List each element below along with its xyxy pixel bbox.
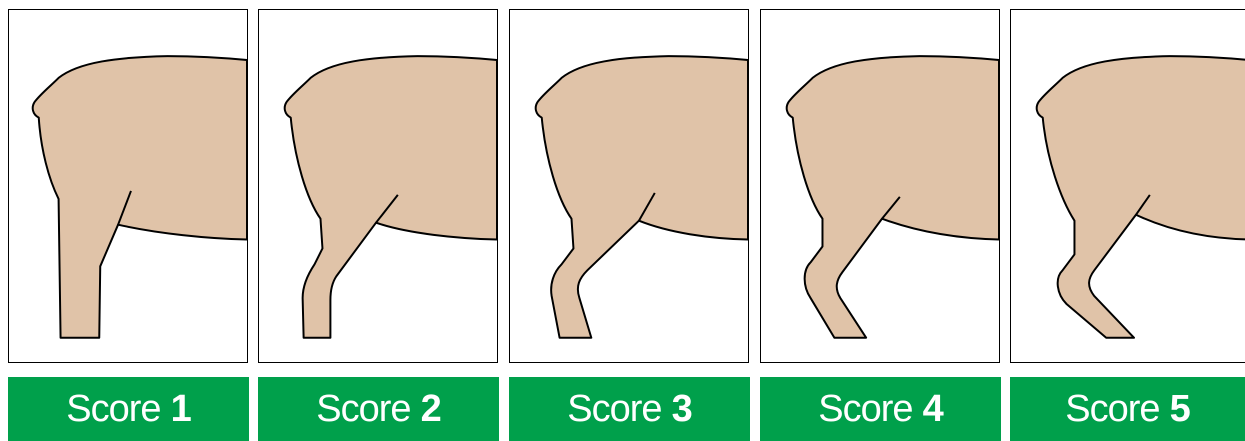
hind-leg-silhouette-1 xyxy=(9,10,247,362)
hind-leg-silhouette-3 xyxy=(510,10,748,362)
score-number: 3 xyxy=(672,388,692,431)
score-2-label: Score 2 xyxy=(258,377,499,441)
score-4-illustration xyxy=(760,9,1000,363)
score-1-illustration xyxy=(8,9,248,363)
score-word: Score xyxy=(818,388,912,431)
score-number: 1 xyxy=(171,388,191,431)
score-4-label: Score 4 xyxy=(760,377,1001,441)
score-3-illustration xyxy=(509,9,749,363)
score-word: Score xyxy=(567,388,661,431)
score-1-label: Score 1 xyxy=(8,377,249,441)
score-word: Score xyxy=(1065,388,1159,431)
hind-leg-silhouette-5 xyxy=(1011,10,1245,362)
hind-leg-silhouette-4 xyxy=(761,10,999,362)
score-number: 2 xyxy=(421,388,441,431)
score-5-label: Score 5 xyxy=(1010,377,1245,441)
score-3-label: Score 3 xyxy=(509,377,750,441)
score-5-illustration xyxy=(1010,9,1245,363)
score-word: Score xyxy=(316,388,410,431)
score-number: 5 xyxy=(1170,388,1190,431)
score-word: Score xyxy=(66,388,160,431)
score-2-illustration xyxy=(258,9,498,363)
score-number: 4 xyxy=(923,388,943,431)
hind-leg-silhouette-2 xyxy=(259,10,497,362)
